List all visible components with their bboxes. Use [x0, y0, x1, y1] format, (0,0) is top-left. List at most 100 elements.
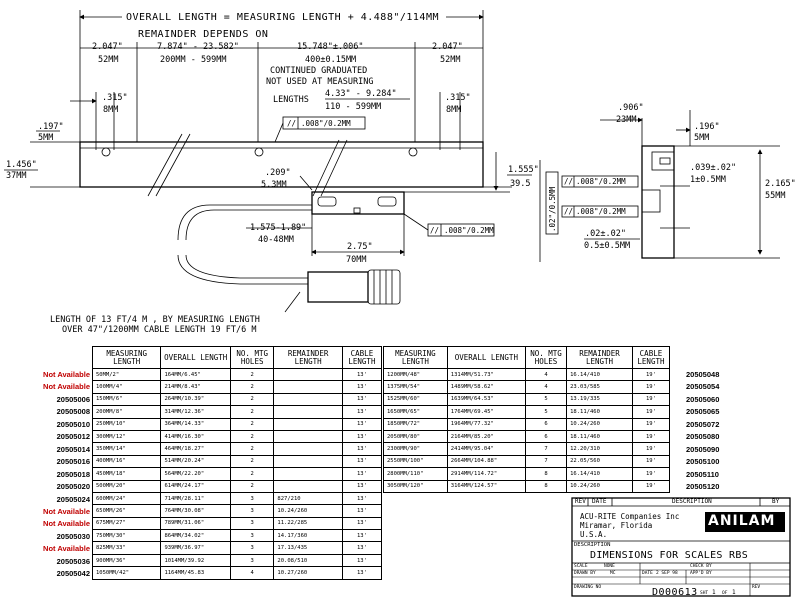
svg-text://: // [287, 119, 296, 128]
table-cell: 10.24/260 [273, 504, 343, 518]
tb-drawn-label: DRAWN BY [574, 571, 596, 576]
not-available-label: Not Available [43, 382, 90, 392]
table-cell: 3 [229, 529, 275, 543]
mounting-hole-left [101, 147, 111, 157]
dim-mid-in: 15.748"±.006" [297, 42, 364, 52]
tb-company: ACU-RITE Companies Inc [580, 512, 680, 521]
part-number-label: 20505008 [56, 407, 90, 417]
part-number-label: 20505010 [56, 419, 90, 429]
part-number-label: 20505065 [686, 407, 720, 417]
tb-title: DIMENSIONS FOR SCALES RBS [590, 550, 749, 561]
side-2165-in: 2.165" [765, 179, 796, 189]
hole-left-in: .315" [102, 93, 128, 103]
dim-right-in: 2.047" [432, 42, 463, 52]
side-039-mm: 1±0.5MM [690, 175, 726, 185]
side-02-mm: 0.5±0.5MM [584, 241, 630, 251]
dim-left-in: 2.047" [92, 42, 123, 52]
table-cell: 8 [524, 479, 568, 493]
cable-note-2: OVER 47"/1200MM CABLE LENGTH 19 FT/6 M [62, 325, 256, 335]
table-cell: 900MM/36" [91, 553, 162, 568]
side-vertical-tolerance: .02"/0.5MM [548, 186, 557, 232]
tb-rev-label: REV [752, 585, 761, 590]
overall-length-label: OVERALL LENGTH = MEASURING LENGTH + 4.48… [126, 12, 439, 23]
part-number-label: 20505080 [686, 432, 720, 442]
tb-date-value: 2 SEP 98 [656, 571, 678, 576]
part-number-label: 20505054 [686, 382, 720, 392]
continued-line-1: CONTINUED GRADUATED [270, 66, 367, 76]
tb-scale-label: SCALE [574, 564, 588, 569]
tb-country: U.S.A. [580, 530, 608, 539]
tb-sheet-value: 1 [712, 589, 716, 596]
cable-lower [177, 254, 308, 285]
part-number-label: 20505120 [686, 482, 720, 492]
table-cell: 14.17/360 [273, 529, 343, 543]
part-number-label: 20505016 [56, 457, 90, 467]
hole-left-mm: 8MM [103, 105, 118, 115]
table-cell: 150MM/6" [91, 392, 162, 407]
height-in: 1.456" [6, 160, 37, 170]
lengths-label: LENGTHS [273, 95, 309, 105]
table-cell: 13' [341, 541, 383, 555]
table-cell: 13' [341, 566, 383, 580]
part-number-label: 20505018 [56, 469, 90, 479]
right-height-in: 1.555" [508, 165, 539, 175]
side-906-mm: 23MM [616, 115, 636, 125]
mounting-hole-mid [254, 147, 264, 157]
head-width-mm: 70MM [346, 255, 366, 265]
part-number-label: 20505006 [56, 394, 90, 404]
tb-by-header: BY [772, 498, 780, 505]
dim-remainder-in: 7.874" - 23.582" [157, 42, 239, 52]
part-number-label: 20505090 [686, 444, 720, 454]
right-height-mm: 39.5 [510, 179, 530, 189]
part-number-label: 20505042 [56, 569, 90, 579]
dim-remainder-mm: 200MM - 599MM [160, 55, 227, 65]
tb-scale-value: NONE [604, 564, 615, 569]
lengths-in: 4.33" - 9.284" [325, 89, 397, 99]
side-039-in: .039±.02" [690, 163, 736, 173]
part-number-label: 20505072 [686, 419, 720, 429]
part-number-label: 20505036 [56, 556, 90, 566]
table-cell: 1050MM/42" [91, 566, 162, 580]
part-number-label: 20505110 [686, 469, 719, 479]
tb-brand-logo: ANILAM [708, 513, 776, 529]
table-cell: 13' [341, 491, 383, 506]
table-cell: 4 [229, 566, 275, 580]
not-available-label: Not Available [43, 519, 90, 529]
remainder-label: REMAINDER DEPENDS ON [138, 29, 268, 40]
part-number-label: 20505014 [56, 444, 90, 454]
tb-city: Miramar, Florida [580, 521, 653, 530]
not-available-label: Not Available [43, 370, 90, 379]
part-number-label: 20505012 [56, 432, 90, 442]
tb-description-header: DESCRIPTION [672, 498, 712, 505]
part-number-label: 20505100 [686, 457, 720, 467]
table-cell: 13' [341, 367, 383, 382]
tb-of-value: 1 [732, 589, 736, 596]
not-available-label: Not Available [43, 544, 90, 554]
table-cell: 750MM/30" [91, 529, 162, 543]
height-mm: 37MM [6, 171, 26, 181]
table-cell: 4 [524, 380, 568, 394]
table-cell: 11.22/285 [273, 516, 343, 531]
hole-right-mm: 8MM [446, 105, 461, 115]
dim-right-mm: 52MM [440, 55, 460, 65]
table-cell: 3 [229, 504, 275, 518]
side-2165-mm: 55MM [765, 191, 785, 201]
continued-line-2: NOT USED AT MEASURING [266, 77, 373, 87]
table-cell: 3050MM/120" [383, 479, 448, 493]
tb-date-label: DATE [642, 571, 653, 576]
part-number-label: 20505048 [686, 370, 720, 379]
table-cell: 17.13/435 [273, 541, 343, 555]
